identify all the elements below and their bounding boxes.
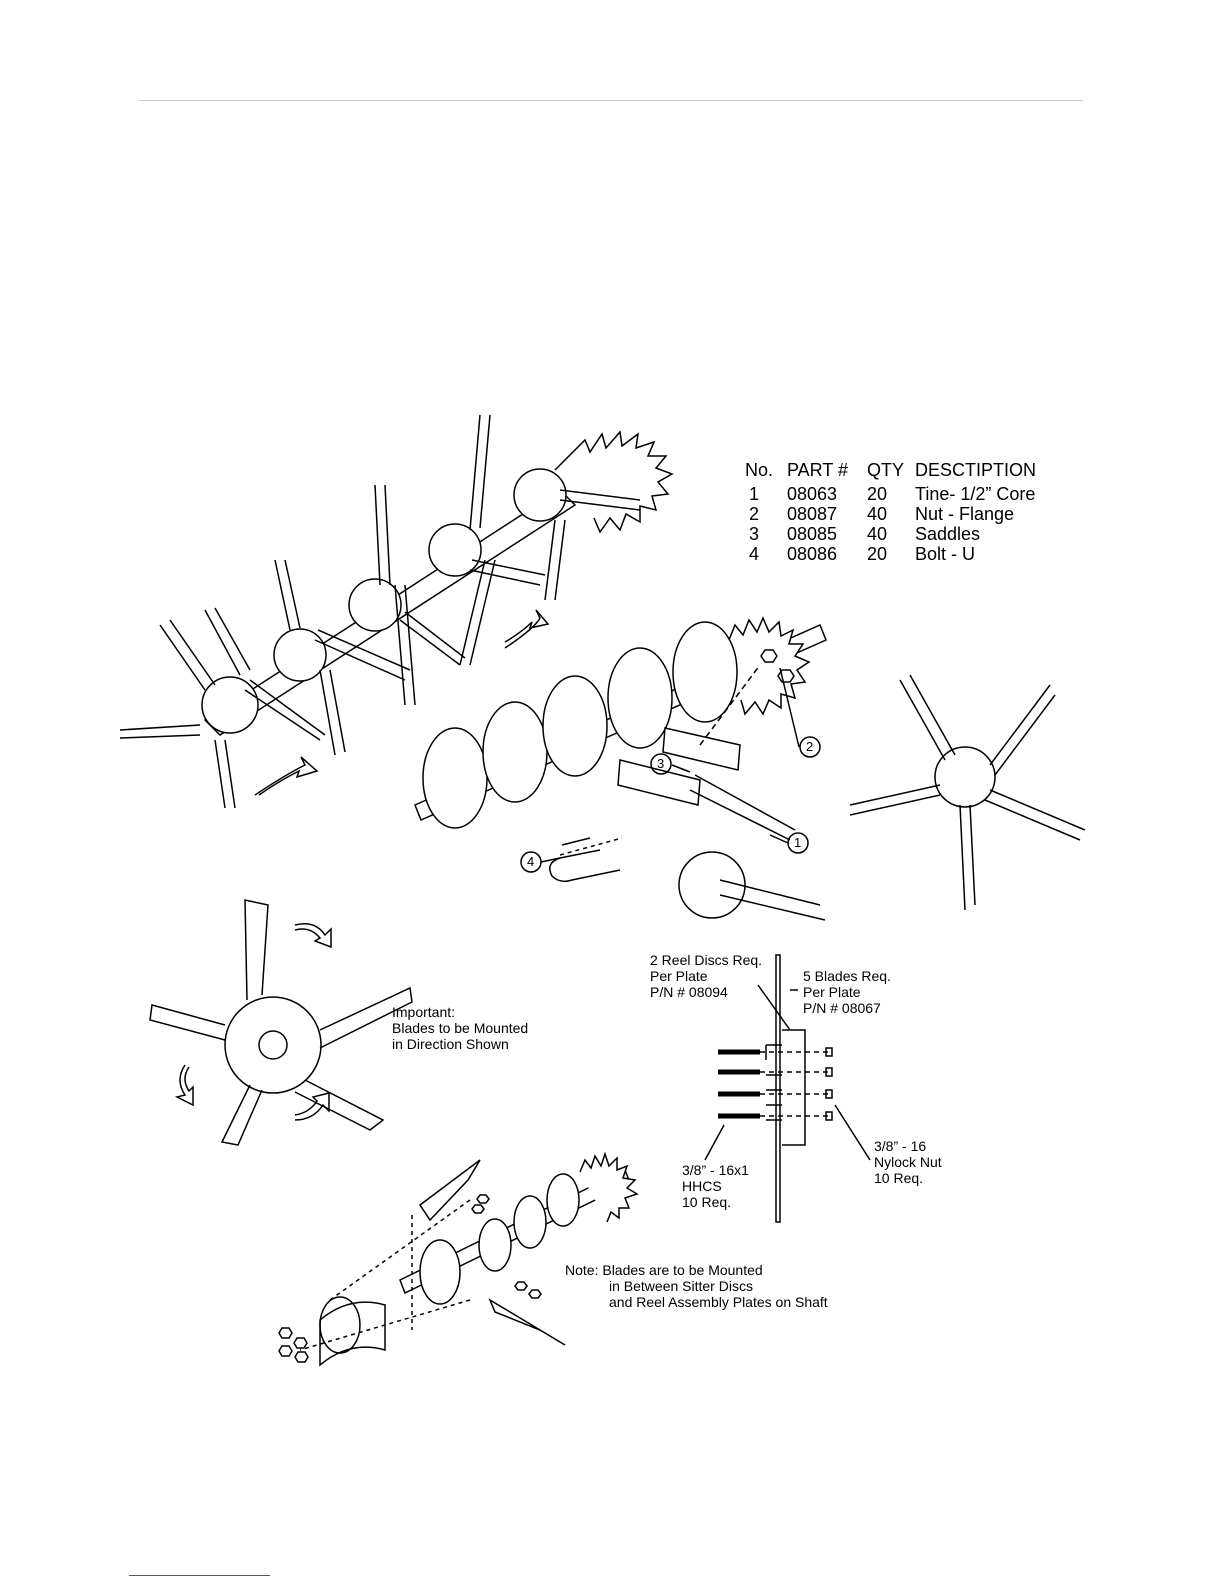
row-part: 08063 xyxy=(787,484,838,504)
row-part: 08087 xyxy=(787,504,838,524)
parts-table-header: No. PART # QTY DESCTIPTION xyxy=(745,460,1036,480)
parts-table: No. PART # QTY DESCTIPTION 1 08063 20 Ti… xyxy=(745,460,1036,564)
reel-discs-line: 2 Reel Discs Req. xyxy=(650,952,763,968)
row-no: 4 xyxy=(749,544,760,564)
tine-reel-assembly xyxy=(119,414,674,809)
table-row: 2 08087 40 Nut - Flange xyxy=(745,504,1036,524)
tine-wheel-right xyxy=(849,674,1086,911)
header-part: PART # xyxy=(787,460,849,480)
callout-3: 3 xyxy=(657,756,665,771)
footer-link-rule xyxy=(129,1575,270,1576)
reel-discs-line: P/N # 08094 xyxy=(650,984,728,1000)
important-note-line: Blades to be Mounted xyxy=(392,1020,529,1036)
row-no: 2 xyxy=(749,504,760,524)
table-row: 4 08086 20 Bolt - U xyxy=(745,544,1036,564)
hhcs-line: HHCS xyxy=(682,1178,722,1194)
mount-note: Note: Blades are to be Mounted in Betwee… xyxy=(565,1262,828,1310)
header-description: DESCTIPTION xyxy=(915,460,1037,480)
important-note: Important: Blades to be Mounted in Direc… xyxy=(392,1004,528,1052)
callout-2: 2 xyxy=(806,739,814,754)
nylock-line: 3/8” - 16 xyxy=(874,1138,927,1154)
row-no: 3 xyxy=(749,524,760,544)
hhcs-note: 3/8” - 16x1 HHCS 10 Req. xyxy=(682,1162,749,1210)
row-desc: Saddles xyxy=(915,524,981,544)
row-no: 1 xyxy=(749,484,760,504)
nylock-line: Nylock Nut xyxy=(874,1154,942,1170)
blades-line: 5 Blades Req. xyxy=(803,968,891,984)
nylock-note: 3/8” - 16 Nylock Nut 10 Req. xyxy=(874,1138,942,1186)
nylock-line: 10 Req. xyxy=(874,1170,924,1186)
row-desc: Tine- 1/2” Core xyxy=(915,484,1036,504)
mount-note-line: and Reel Assembly Plates on Shaft xyxy=(609,1294,828,1310)
hhcs-line: 3/8” - 16x1 xyxy=(682,1162,749,1178)
plate-cross-section xyxy=(704,954,871,1223)
row-desc: Nut - Flange xyxy=(915,504,1015,524)
callout-4: 4 xyxy=(527,854,535,869)
reel-discs-line: Per Plate xyxy=(650,968,708,984)
disc-shaft-exploded xyxy=(414,616,827,921)
blade-wheel xyxy=(149,899,413,1146)
header-qty: QTY xyxy=(867,460,905,480)
table-row: 3 08085 40 Saddles xyxy=(745,524,1036,544)
mount-note-line: in Between Sitter Discs xyxy=(609,1278,753,1294)
row-qty: 20 xyxy=(867,544,888,564)
blade-shaft-exploded xyxy=(278,1151,639,1367)
table-row: 1 08063 20 Tine- 1/2” Core xyxy=(745,484,1036,504)
important-note-line: Important: xyxy=(392,1004,456,1020)
callout-1: 1 xyxy=(794,835,802,850)
row-part: 08086 xyxy=(787,544,838,564)
row-qty: 40 xyxy=(867,504,888,524)
row-desc: Bolt - U xyxy=(915,544,976,564)
blades-line: Per Plate xyxy=(803,984,861,1000)
row-qty: 20 xyxy=(867,484,888,504)
blades-note: 5 Blades Req. Per Plate P/N # 08067 xyxy=(803,968,891,1016)
hhcs-line: 10 Req. xyxy=(682,1194,732,1210)
callout-circles xyxy=(520,667,821,873)
row-part: 08085 xyxy=(787,524,838,544)
blades-line: P/N # 08067 xyxy=(803,1000,881,1016)
mount-note-line: Note: Blades are to be Mounted xyxy=(565,1262,763,1278)
reel-discs-note: 2 Reel Discs Req. Per Plate P/N # 08094 xyxy=(650,952,762,1000)
header-no: No. xyxy=(745,460,774,480)
important-note-line: in Direction Shown xyxy=(392,1036,509,1052)
row-qty: 40 xyxy=(867,524,888,544)
header-rule xyxy=(139,100,1083,101)
